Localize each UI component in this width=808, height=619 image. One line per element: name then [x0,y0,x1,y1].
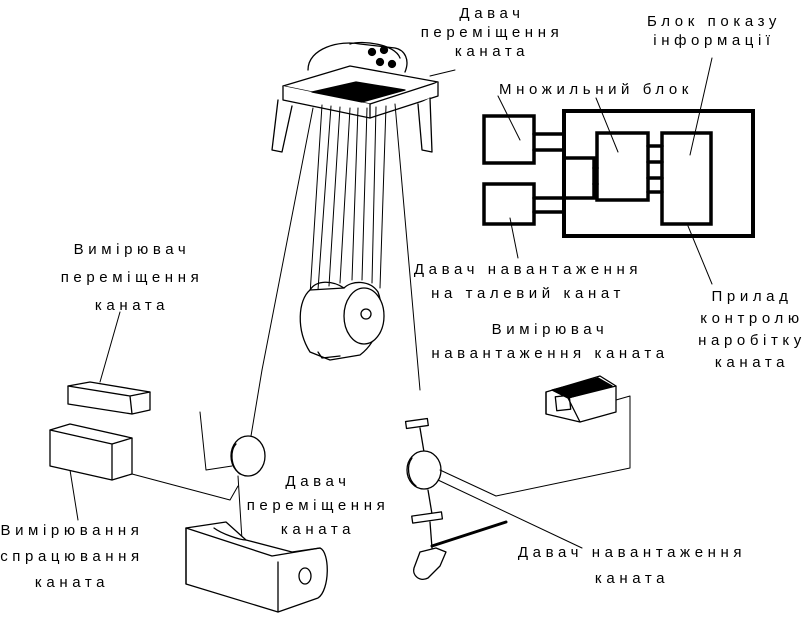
label-line: Давач навантаження [413,261,643,278]
drawworks-drum [185,521,328,613]
label-line: інформації [653,32,775,49]
label-line: переміщення [246,497,390,514]
label-rope-displacement-meter: Вимірювач переміщення каната [61,236,204,320]
label-line: каната [34,574,110,591]
label-line: каната [714,354,790,371]
label-line: Прилад [711,288,793,305]
label-rope-displacement-sensor-top: Давач переміщення каната [421,4,564,61]
rope-displacement-meter-box [67,381,151,415]
travelling-block [299,281,385,361]
label-line: переміщення [420,24,564,41]
label-rope-displacement-sensor-bottom: Давач переміщення каната [247,470,390,542]
left-wiring [131,369,263,541]
label-line: наробітку [698,332,806,349]
label-line: Вимірювання [0,522,144,539]
label-line: Давач [459,5,525,22]
label-line: Блок показу [646,13,782,30]
label-line: переміщення [60,269,204,286]
label-line: навантаження каната [431,345,669,362]
label-rope-wear-control-device: Прилад контролю наробітку каната [698,286,806,374]
label-line: каната [94,297,170,314]
label-tail-rope-load-sensor: Давач навантаження на талевий канат [414,258,642,306]
label-line: каната [280,521,356,538]
label-line: спрацювання [0,548,144,565]
label-line: Множильний блок [499,81,693,98]
label-line: Вимірювач [491,321,609,338]
label-line: каната [594,570,670,587]
label-rope-load-meter: Вимірювач навантаження каната [431,318,668,366]
hoist-ropes [261,103,421,391]
label-info-display-unit: Блок показу інформації [647,12,781,50]
leader-lines [69,57,713,521]
displacement-sensor-sheave [230,435,266,477]
label-rope-load-sensor: Давач навантаження каната [518,540,746,592]
rope-load-sensor-assembly [404,417,583,580]
crown-block [271,41,439,153]
label-multiplier-unit: Множильний блок [499,80,693,99]
label-line: Давач навантаження [517,544,747,561]
rope-load-meter-box [495,375,631,497]
label-line: Давач [285,473,351,490]
label-line: на талевий канат [431,285,625,302]
rope-wear-measurement-box [49,423,133,481]
label-line: каната [454,43,530,60]
control-panel [482,109,755,238]
label-line: Вимірювач [73,241,191,258]
label-line: контролю [700,310,804,327]
label-rope-wear-measurement: Вимірювання спрацювання каната [0,518,144,596]
